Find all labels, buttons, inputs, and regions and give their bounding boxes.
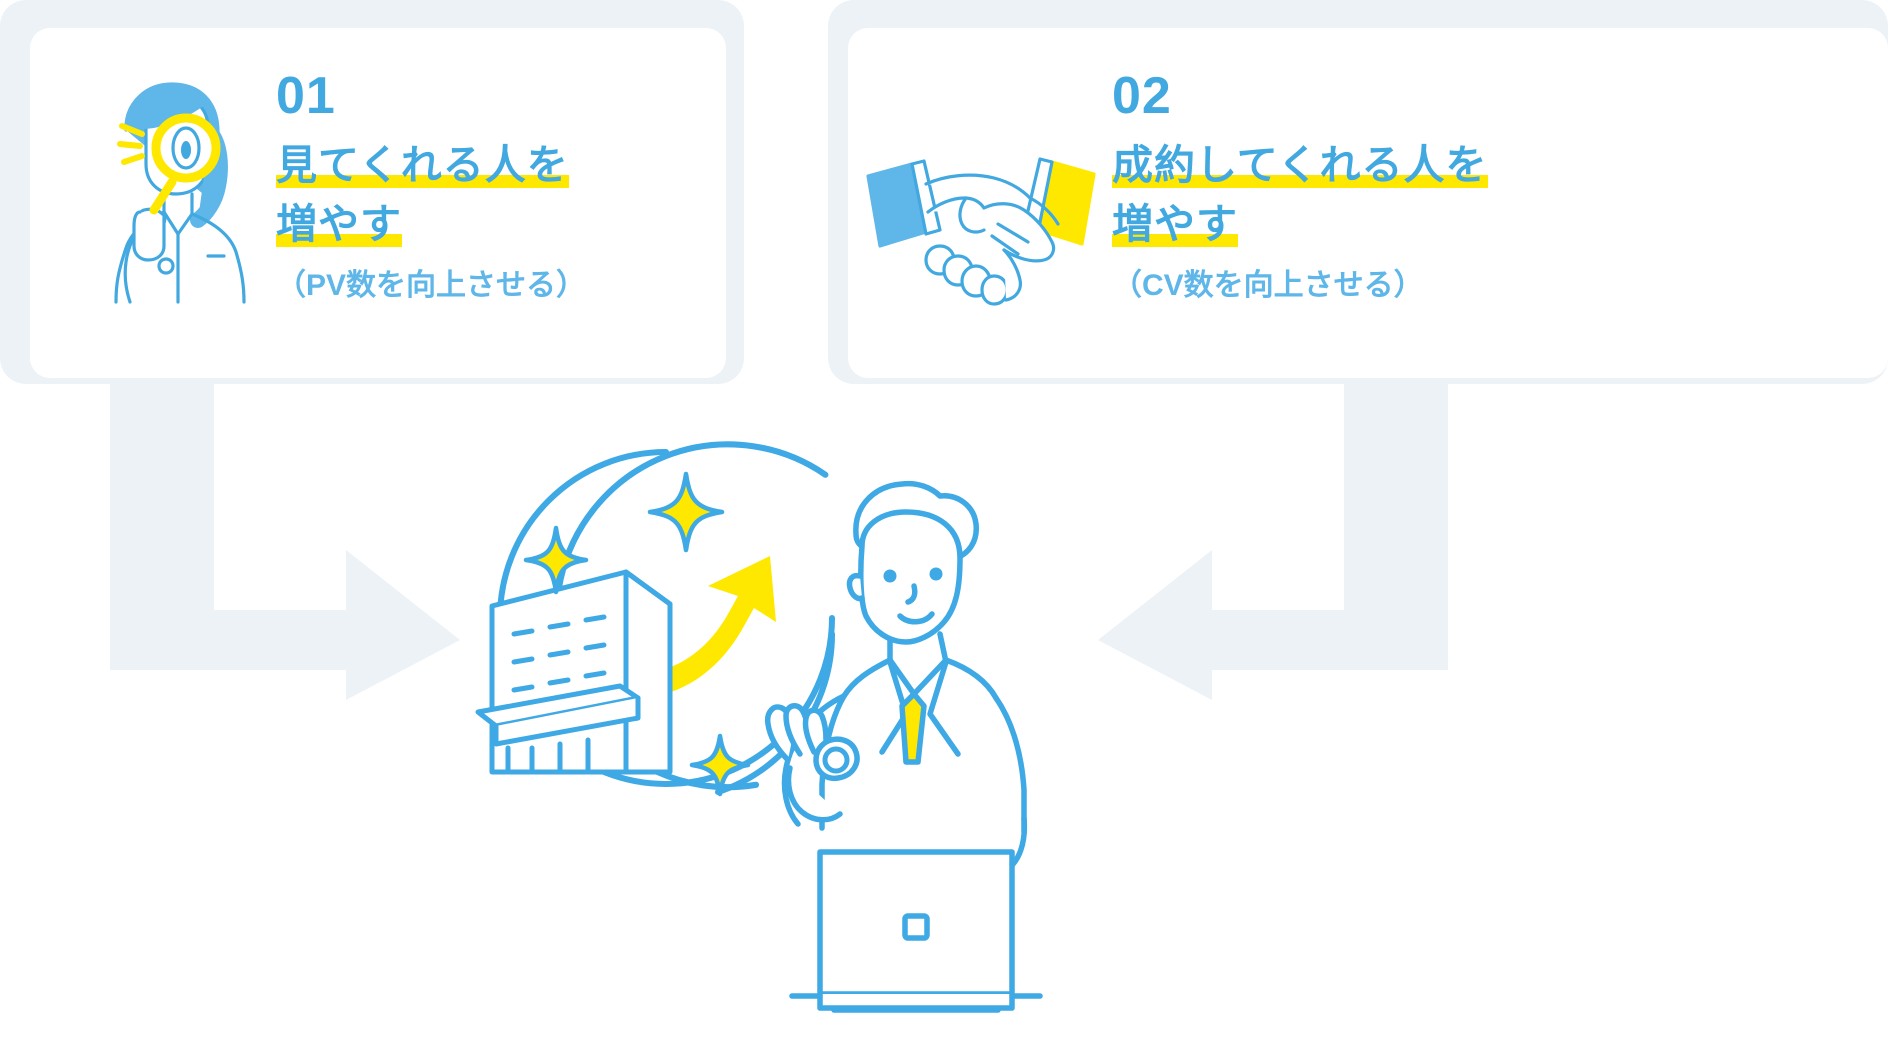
card-02-text: 02 成約してくれる人を 増やす （CV数を向上させる） [1096, 70, 1488, 304]
laptop-icon [789, 849, 1043, 1013]
handshake-icon [866, 150, 1096, 350]
sparkle-icon [689, 733, 751, 797]
card-02-subtext: （CV数を向上させる） [1112, 269, 1424, 303]
card-01-headline-line-2: 増やす [276, 201, 402, 248]
businessman-ok-gesture-icon [764, 480, 1028, 875]
card-01-body: 01 見てくれる人を 増やす （PV数を向上させる） [60, 70, 586, 304]
growth-arrow-icon [640, 556, 776, 698]
sparkle-icon [523, 525, 589, 595]
woman-with-magnifying-glass-icon [60, 70, 260, 304]
highlight-bar [1112, 234, 1238, 248]
card-01 [30, 28, 726, 378]
card-02 [848, 28, 1888, 378]
highlight-bar [276, 234, 402, 248]
card-02-headline-line-1: 成約してくれる人を [1112, 142, 1488, 189]
sparkle-icon [647, 471, 725, 553]
card-02-number: 02 [1112, 67, 1172, 125]
office-building-icon [475, 569, 673, 775]
card-01-text: 01 見てくれる人を 増やす （PV数を向上させる） [260, 70, 586, 304]
card-01-subtext: （PV数を向上させる） [276, 269, 587, 303]
card-02-headline-line-2: 増やす [1112, 201, 1238, 248]
business-growth-illustration [470, 418, 1110, 1032]
card-01-headline-line-1: 見てくれる人を [276, 142, 569, 189]
card-02-body: 02 成約してくれる人を 増やす （CV数を向上させる） [866, 70, 1488, 350]
arrow-right-to-center [1098, 384, 1448, 700]
highlight-bar [276, 175, 569, 189]
card-01-number: 01 [276, 67, 336, 125]
highlight-bar [1112, 175, 1488, 189]
arrow-left-to-center [110, 384, 460, 700]
